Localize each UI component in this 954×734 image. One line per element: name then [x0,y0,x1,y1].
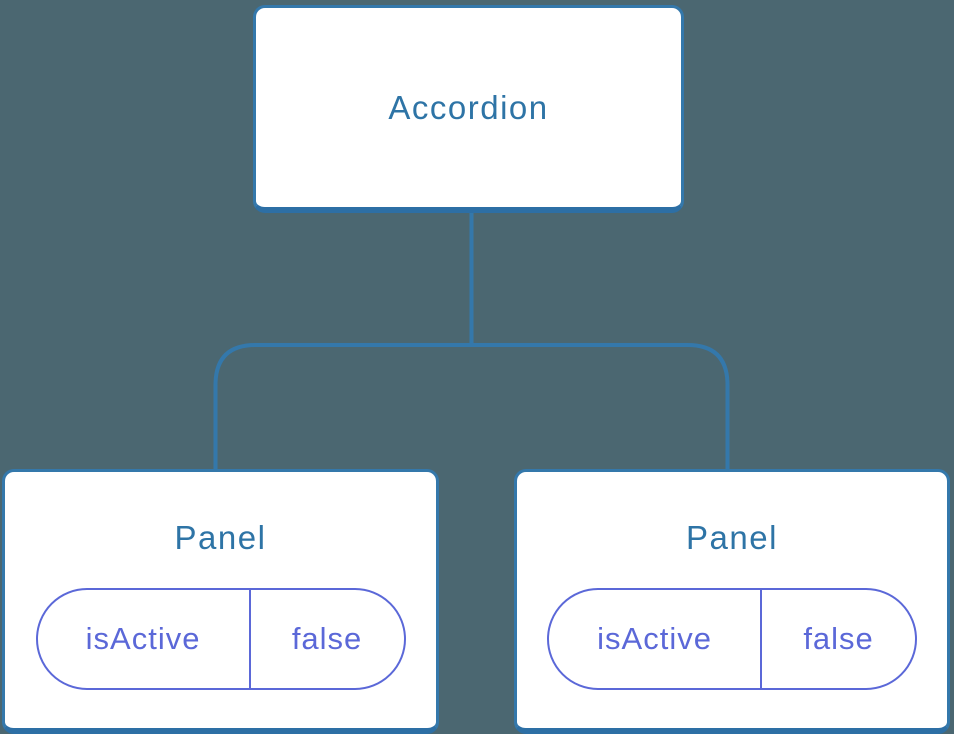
state-name-right: isActive [549,590,763,688]
node-accordion-label: Accordion [388,88,549,126]
node-panel-left: Panel isActive false [2,469,439,734]
node-accordion: Accordion [253,5,684,213]
state-pill-right: isActive false [547,588,917,690]
state-value-right: false [803,621,874,656]
node-panel-right-label: Panel [686,519,778,556]
state-name-left: isActive [38,590,251,688]
node-panel-right: Panel isActive false [514,469,950,734]
connector-branch [213,343,730,471]
state-value-left: false [291,621,363,656]
state-pill-left: isActive false [35,588,406,690]
node-panel-left-label: Panel [174,519,267,556]
